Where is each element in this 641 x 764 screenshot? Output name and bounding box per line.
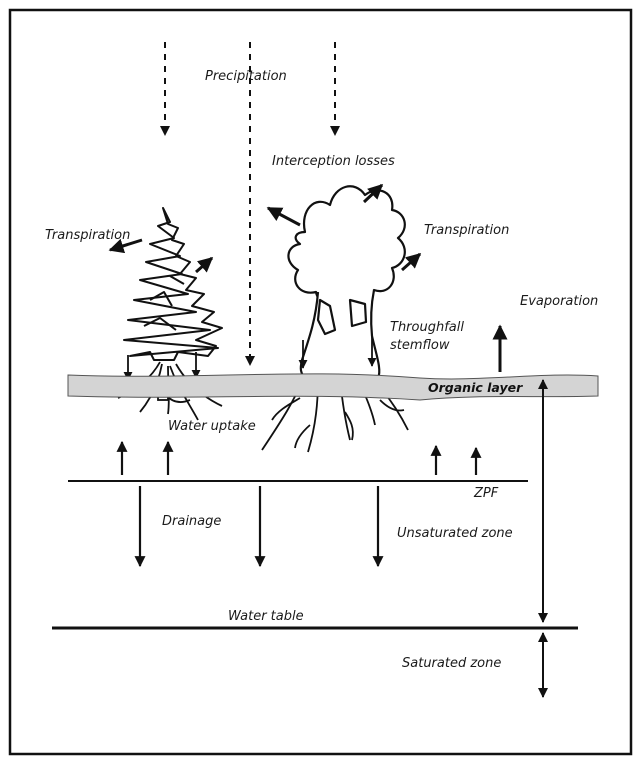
transpiration-arrow-conifer-right: [196, 258, 212, 272]
transpiration-label-left: Transpiration: [45, 228, 130, 243]
interception-losses-label: Interception losses: [272, 154, 395, 169]
water-table-label: Water table: [228, 609, 304, 624]
transpiration-label-right: Transpiration: [424, 223, 509, 238]
saturated-zone-label: Saturated zone: [402, 656, 501, 671]
unsaturated-zone-label: Unsaturated zone: [397, 526, 513, 541]
water-uptake-arrows: [122, 442, 476, 475]
drainage-label: Drainage: [162, 514, 221, 529]
stemflow-label: stemflow: [390, 338, 450, 353]
water-uptake-label: Water uptake: [168, 419, 256, 434]
deciduous-tree: [288, 186, 404, 378]
conifer-tree: [124, 208, 222, 360]
interception-arrow-left: [268, 208, 300, 225]
precipitation-label: Precipitation: [205, 69, 287, 84]
organic-layer-label: Organic layer: [428, 380, 523, 395]
evaporation-label: Evaporation: [520, 294, 598, 309]
throughfall-label: Throughfall: [390, 320, 464, 335]
zpf-label: ZPF: [473, 486, 499, 501]
